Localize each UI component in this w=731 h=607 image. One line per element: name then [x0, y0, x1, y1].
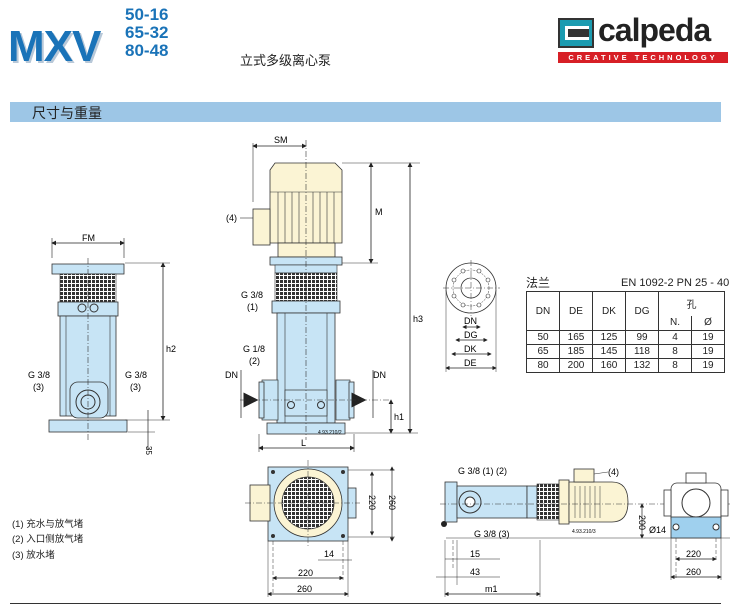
vent-plug-label: G 1/8	[243, 344, 265, 354]
h-inner-width-label: 220	[686, 549, 701, 559]
h-drawing-code: 4.93.210/3	[572, 529, 596, 535]
base-height-label: 35	[144, 446, 153, 455]
model-name: MXV	[8, 22, 101, 71]
header-de: DE	[559, 291, 593, 331]
top-outer-width-label: 260	[297, 584, 312, 594]
top-outer-height-label: 260	[387, 495, 397, 510]
cell: 8	[658, 344, 692, 359]
top-hole-label: 14	[324, 549, 334, 559]
cell: 4	[658, 330, 692, 345]
terminal-box-ref: (4)	[226, 213, 237, 223]
dn-inlet-label: DN	[225, 370, 238, 380]
flange-de-label: DE	[464, 358, 477, 368]
variant: 65-32	[125, 23, 169, 42]
drain-left-ref: (3)	[33, 382, 44, 392]
table-header-row: DN DE DK DG 孔	[526, 290, 725, 331]
cell: 125	[592, 330, 626, 345]
top-view-drawing: 220 260 14 220 260	[245, 460, 397, 597]
flange-standard: EN 1092-2 PN 25 - 40	[621, 277, 730, 289]
drain-left-label: G 3/8	[28, 370, 50, 380]
cell: 99	[625, 330, 659, 345]
h-hole-label: Ø14	[649, 525, 666, 535]
h-d43-label: 43	[470, 567, 480, 577]
fill-plug-ref: (1)	[247, 302, 258, 312]
model-variants: 50-16 65-32 80-48	[125, 6, 168, 60]
section-title: 尺寸与重量	[32, 105, 102, 121]
h3-label: h3	[413, 314, 423, 324]
table-subheader-row: N. Ø	[527, 315, 725, 331]
sm-label: SM	[274, 135, 288, 145]
cell: 165	[559, 330, 593, 345]
h-d15-label: 15	[470, 549, 480, 559]
cell: 160	[592, 358, 626, 373]
header-dk: DK	[592, 291, 626, 331]
flange-drawing: DN DG DK DE	[443, 260, 500, 372]
header-dn: DN	[526, 291, 560, 331]
variant: 50-16	[125, 5, 169, 24]
h-m1-label: m1	[485, 584, 498, 594]
front-view-drawing: FM h2 35 G 3/8 (3) G 3/8 (3)	[28, 233, 176, 455]
h1-label: h1	[394, 412, 404, 422]
cell: 50	[526, 330, 560, 345]
l-label: L	[301, 438, 306, 448]
vent-plug-ref: (2)	[249, 356, 260, 366]
cell: 65	[526, 344, 560, 359]
cell: 185	[559, 344, 593, 359]
logo-wordmark: calpeda	[598, 12, 711, 48]
top-inner-height-label: 220	[367, 495, 377, 510]
variant: 80-48	[125, 41, 169, 60]
h-height-label: 200	[637, 515, 647, 530]
h-terminal-box-ref: (4)	[608, 467, 619, 477]
flange-dn-label: DN	[464, 316, 477, 326]
flange-table-title: 法兰	[526, 276, 551, 290]
h-outer-width-label: 260	[686, 567, 701, 577]
dn-outlet-label: DN	[373, 370, 386, 380]
cell: 200	[559, 358, 593, 373]
header-diameter: Ø	[691, 315, 725, 331]
h2-label: h2	[166, 344, 176, 354]
horizontal-view-drawing: (4) G 3/8 (1) (2) G 3/8 (3) 4.93.210/3 2…	[436, 466, 730, 597]
cell: 19	[691, 344, 725, 359]
next-table-header-strip	[10, 603, 721, 607]
h-plugs-top-label: G 3/8 (1) (2)	[458, 466, 507, 476]
drain-right-ref: (3)	[130, 382, 141, 392]
cell: 145	[592, 344, 626, 359]
fm-label: FM	[82, 233, 95, 243]
flange-dg-label: DG	[464, 330, 478, 340]
header-n: N.	[658, 315, 692, 331]
cell: 19	[691, 330, 725, 345]
cell: 8	[658, 358, 692, 373]
logo-mark-icon	[558, 18, 594, 48]
cell: 19	[691, 358, 725, 373]
header-holes: 孔	[658, 290, 725, 316]
drawing-code: 4.93.210/2	[318, 430, 342, 436]
calpeda-logo: calpeda CREATIVE TECHNOLOGY	[558, 12, 728, 66]
cell: 118	[625, 344, 659, 359]
top-inner-width-label: 220	[298, 568, 313, 578]
cell: 132	[625, 358, 659, 373]
drain-right-label: G 3/8	[125, 370, 147, 380]
note-item: (3) 放水堵	[12, 550, 55, 561]
note-item: (1) 充水与放气堵	[12, 519, 84, 530]
flange-dk-label: DK	[464, 344, 477, 354]
m-label: M	[375, 207, 383, 217]
h-plug-bottom-label: G 3/8 (3)	[474, 529, 510, 539]
side-view-drawing: SM (4) DN DN G 3/8 (1) G 1/8	[225, 135, 423, 452]
note-item: (2) 入口侧放气堵	[12, 534, 84, 545]
logo-tagline: CREATIVE TECHNOLOGY	[558, 52, 728, 63]
section-header: 尺寸与重量	[10, 102, 721, 122]
page-subtitle: 立式多级离心泵	[240, 53, 332, 68]
fill-plug-label: G 3/8	[241, 290, 263, 300]
header-dg: DG	[625, 291, 659, 331]
cell: 80	[526, 358, 560, 373]
